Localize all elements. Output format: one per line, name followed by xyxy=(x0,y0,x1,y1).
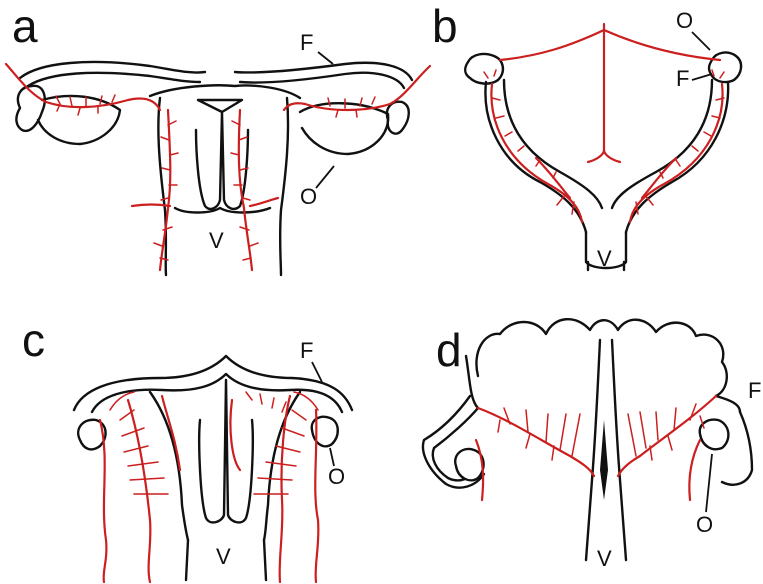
panel-b: b V O F xyxy=(432,0,741,271)
panel-d-label-o: O xyxy=(696,512,713,537)
panel-a-leader-o xyxy=(316,166,334,188)
panel-a-uterus-right-wall xyxy=(280,98,288,275)
panel-letter-d: d xyxy=(436,324,462,376)
panel-c-body-left xyxy=(150,392,188,540)
panel-b-leader-o xyxy=(692,32,710,50)
panel-c-label-f: F xyxy=(300,338,313,363)
panel-a-fundus xyxy=(150,85,300,98)
panel-a: a V F O xyxy=(6,0,430,275)
panel-c-vessels xyxy=(100,392,318,582)
panel-d-septum-dark xyxy=(600,420,608,500)
panel-a-label-o: O xyxy=(300,184,317,209)
panel-b-ovary-left xyxy=(465,54,503,84)
panel-a-label-f: F xyxy=(300,30,313,55)
panel-a-cervix xyxy=(175,208,270,213)
panel-c-label-o: O xyxy=(328,464,345,489)
panel-a-tube-left-inner xyxy=(28,73,200,86)
panel-a-ovary-right xyxy=(387,102,409,134)
panel-b-label-o: O xyxy=(676,8,693,33)
panel-b-label-v: V xyxy=(597,246,612,271)
panel-b-label-f: F xyxy=(676,66,689,91)
panel-d-body-outline xyxy=(466,356,740,412)
panel-d-leader-o xyxy=(706,454,712,512)
panel-c: c V F O xyxy=(22,314,352,582)
panel-d-label-f: F xyxy=(748,378,761,403)
panel-b-ovary-right xyxy=(709,53,741,83)
panel-d: d V F O xyxy=(423,319,761,571)
panel-d-lobes xyxy=(476,319,726,396)
panel-b-vessels xyxy=(484,24,724,222)
panel-b-leader-f xyxy=(692,74,712,80)
panel-c-leader-f xyxy=(312,362,322,382)
panel-d-ovary-right xyxy=(700,420,729,450)
panel-a-leader-f xyxy=(318,52,333,64)
panel-letter-b: b xyxy=(432,0,458,52)
panel-c-septum xyxy=(199,380,253,522)
panel-c-label-v: V xyxy=(216,544,231,569)
panel-d-tube-right xyxy=(722,412,752,485)
panel-letter-c: c xyxy=(22,314,45,366)
panel-a-tube-left xyxy=(20,62,205,78)
panel-a-label-v: V xyxy=(209,228,224,253)
panel-d-label-v: V xyxy=(597,546,612,571)
panel-letter-a: a xyxy=(12,0,38,52)
